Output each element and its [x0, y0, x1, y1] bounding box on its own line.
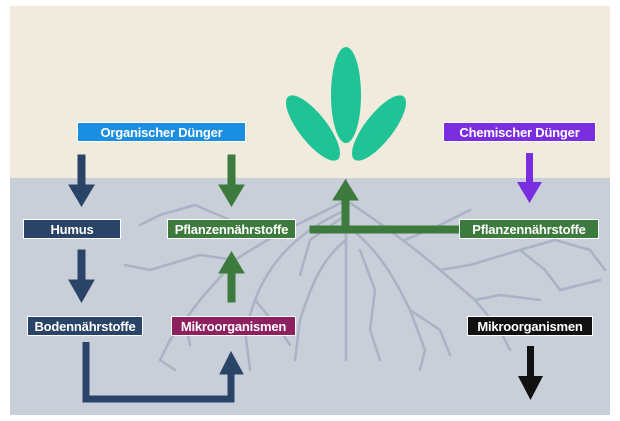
above-ground-area [10, 6, 610, 178]
soil-nutrients-label: Bodennährstoffe [27, 316, 143, 336]
plant [286, 47, 406, 161]
plant-leaf-right [352, 95, 406, 161]
chemical-fertilizer-label: Chemischer Dünger [443, 122, 596, 142]
plant-nutrients-chemical-label: Pflanzennährstoffe [459, 219, 599, 239]
arrow-organic-to-humus [68, 154, 95, 207]
arrow-chemical-to-plant-nutrients [517, 153, 542, 203]
arrow-soil-nutrients-to-microorganisms [82, 342, 244, 403]
arrow-organic-to-plant-nutrients [218, 154, 245, 207]
green-flow-arrows [218, 154, 460, 303]
organic-flow-arrows [68, 154, 244, 403]
humus-label: Humus [23, 219, 121, 239]
plant-leaf-center [331, 47, 361, 143]
plant-nutrients-organic-label: Pflanzennährstoffe [167, 219, 296, 239]
organic-fertilizer-label: Organischer Dünger [77, 122, 246, 142]
microorganisms-chemical-label: Mikroorganismen [467, 316, 593, 336]
microorganisms-organic-label: Mikroorganismen [171, 316, 296, 336]
arrow-microorganisms-downward [518, 346, 543, 400]
plant-leaf-left [286, 95, 340, 161]
arrow-humus-to-soil-nutrients [68, 249, 95, 304]
arrow-microorganisms-to-plant-nutrients [218, 251, 245, 303]
